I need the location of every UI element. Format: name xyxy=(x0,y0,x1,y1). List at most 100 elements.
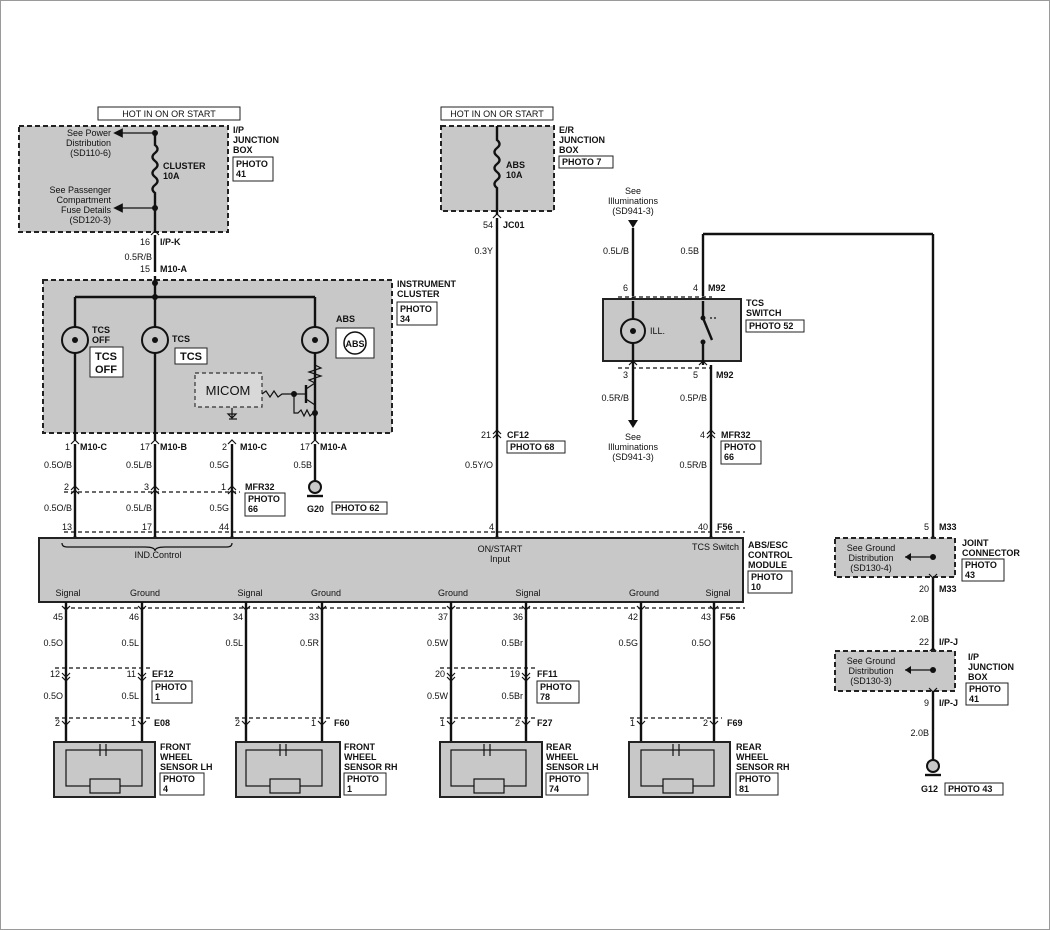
svg-text:9: 9 xyxy=(924,698,929,708)
tcs-indicator xyxy=(174,347,208,365)
abs-indicator xyxy=(335,327,375,359)
svg-text:IND.Control: IND.Control xyxy=(134,550,181,560)
svg-text:11: 11 xyxy=(127,669,136,679)
svg-text:Ground: Ground xyxy=(629,588,659,598)
svg-text:MFR32: MFR32 xyxy=(245,482,275,492)
svg-text:PHOTO 62: PHOTO 62 xyxy=(335,503,379,513)
svg-text:43: 43 xyxy=(701,612,711,622)
svg-text:Illuminations: Illuminations xyxy=(608,442,659,452)
svg-text:JUNCTION: JUNCTION xyxy=(559,135,605,145)
svg-text:OFF: OFF xyxy=(92,335,110,345)
svg-text:See: See xyxy=(625,432,641,442)
tcs-switch-contact xyxy=(701,317,714,341)
svg-text:0.5G: 0.5G xyxy=(618,638,638,648)
svg-text:(SD130-3): (SD130-3) xyxy=(850,676,892,686)
svg-text:4: 4 xyxy=(700,430,705,440)
svg-text:E/R: E/R xyxy=(559,125,575,135)
svg-text:TCS Switch: TCS Switch xyxy=(692,542,739,552)
tcs-switch-illumination-icon xyxy=(620,318,646,344)
svg-text:54: 54 xyxy=(483,220,493,230)
svg-text:WHEEL: WHEEL xyxy=(736,752,769,762)
svg-text:ON/START: ON/START xyxy=(478,544,523,554)
svg-text:0.5R: 0.5R xyxy=(300,638,320,648)
svg-text:INSTRUMENT: INSTRUMENT xyxy=(397,279,456,289)
svg-text:F60: F60 xyxy=(334,718,350,728)
svg-text:34: 34 xyxy=(233,612,243,622)
cluster-fuse xyxy=(151,133,159,232)
svg-text:41: 41 xyxy=(969,694,979,704)
svg-text:37: 37 xyxy=(438,612,448,622)
svg-text:PHOTO: PHOTO xyxy=(248,494,280,504)
svg-text:2: 2 xyxy=(703,718,708,728)
svg-text:PHOTO: PHOTO xyxy=(400,304,432,314)
svg-text:See: See xyxy=(625,186,641,196)
svg-text:81: 81 xyxy=(739,784,749,794)
svg-text:EF12: EF12 xyxy=(152,669,174,679)
svg-text:JC01: JC01 xyxy=(503,220,525,230)
svg-text:Signal: Signal xyxy=(705,588,730,598)
svg-text:CONTROL: CONTROL xyxy=(748,550,793,560)
svg-text:REAR: REAR xyxy=(736,742,762,752)
svg-text:17: 17 xyxy=(140,442,150,452)
svg-text:SENSOR LH: SENSOR LH xyxy=(546,762,599,772)
svg-text:17: 17 xyxy=(142,522,152,532)
cluster-fuse-label-2: 10A xyxy=(163,171,180,181)
svg-text:PHOTO: PHOTO xyxy=(965,560,997,570)
svg-text:I/P: I/P xyxy=(968,652,979,662)
svg-text:E08: E08 xyxy=(154,718,170,728)
front-wheel-sensor-lh xyxy=(53,741,156,798)
svg-text:PHOTO: PHOTO xyxy=(751,572,783,582)
svg-text:78: 78 xyxy=(540,692,550,702)
svg-text:42: 42 xyxy=(628,612,638,622)
svg-text:20: 20 xyxy=(435,669,445,679)
svg-text:2: 2 xyxy=(55,718,60,728)
svg-text:4: 4 xyxy=(163,784,168,794)
ip-box-title-2: JUNCTION xyxy=(233,135,279,145)
rear-wheel-sensor-lh xyxy=(439,741,543,798)
svg-text:5: 5 xyxy=(693,370,698,380)
svg-text:0.5R/B: 0.5R/B xyxy=(601,393,629,403)
ip-note1-3: (SD110-6) xyxy=(70,148,111,158)
ip-box-title-3: BOX xyxy=(233,145,253,155)
svg-text:PHOTO 7: PHOTO 7 xyxy=(562,157,601,167)
svg-text:M10-A: M10-A xyxy=(160,264,188,274)
svg-text:10A: 10A xyxy=(506,170,523,180)
front-wheel-sensor-rh xyxy=(235,741,341,798)
svg-text:15: 15 xyxy=(140,264,150,274)
ip-note2-3: Fuse Details xyxy=(61,205,112,215)
svg-text:2: 2 xyxy=(515,718,520,728)
svg-text:0.5Br: 0.5Br xyxy=(501,691,523,701)
svg-text:F69: F69 xyxy=(727,718,743,728)
svg-text:1: 1 xyxy=(65,442,70,452)
svg-text:1: 1 xyxy=(630,718,635,728)
svg-text:M10-C: M10-C xyxy=(240,442,268,452)
svg-text:CLUSTER: CLUSTER xyxy=(397,289,440,299)
ip-junction-box xyxy=(18,125,229,233)
svg-text:PHOTO 52: PHOTO 52 xyxy=(749,321,793,331)
svg-text:2.0B: 2.0B xyxy=(910,614,929,624)
svg-text:0.5L/B: 0.5L/B xyxy=(603,246,629,256)
svg-text:Input: Input xyxy=(490,554,511,564)
hot-label-1: HOT IN ON OR START xyxy=(122,109,216,119)
svg-text:F56: F56 xyxy=(717,522,733,532)
svg-text:0.3Y: 0.3Y xyxy=(474,246,493,256)
svg-text:0.5B: 0.5B xyxy=(680,246,699,256)
svg-text:0.5R/B: 0.5R/B xyxy=(124,252,152,262)
svg-text:M33: M33 xyxy=(939,584,957,594)
svg-text:0.5L/B: 0.5L/B xyxy=(126,460,152,470)
svg-text:(SD941-3): (SD941-3) xyxy=(612,206,654,216)
svg-text:TCS: TCS xyxy=(172,334,190,344)
svg-text:TCS: TCS xyxy=(746,298,764,308)
svg-text:M10-C: M10-C xyxy=(80,442,108,452)
svg-text:TCS: TCS xyxy=(180,351,202,363)
svg-text:Signal: Signal xyxy=(237,588,262,598)
svg-text:34: 34 xyxy=(400,314,410,324)
svg-text:0.5Y/O: 0.5Y/O xyxy=(465,460,493,470)
svg-text:20: 20 xyxy=(919,584,929,594)
sensor-wiring xyxy=(61,602,745,742)
svg-text:M33: M33 xyxy=(939,522,957,532)
tcs-lamp-icon xyxy=(141,326,169,354)
svg-text:0.5L: 0.5L xyxy=(121,638,139,648)
svg-text:M10-B: M10-B xyxy=(160,442,188,452)
